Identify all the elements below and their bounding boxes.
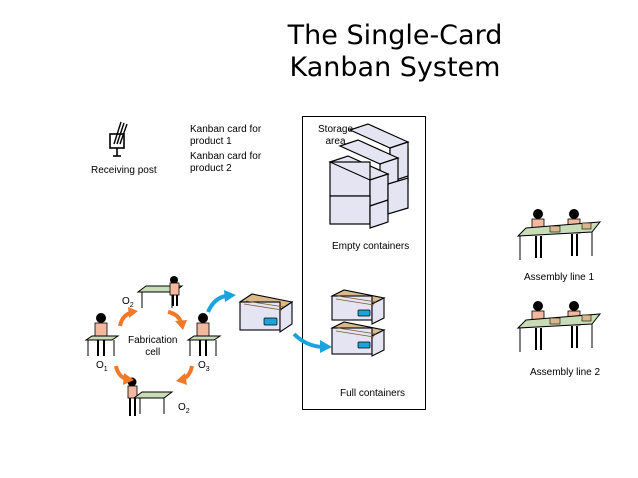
kanban-card-1-label: Kanban card for product 1 [190,124,261,148]
kanban-card-2-label: Kanban card for product 2 [190,151,261,175]
fabrication-worker-bottom [127,377,174,416]
fabrication-worker-right [186,313,222,356]
orange-arrow-o2-to-o3 [167,310,187,330]
kanban-card-1-line-2: product 1 [190,136,232,147]
transit-container [238,293,294,334]
page-title: The Single-Card Kanban System [250,20,540,84]
title-line-1: The Single-Card [287,20,503,51]
full-containers-label: Full containers [340,388,406,399]
operator-o2-bottom-label: O2 [178,402,190,415]
title-line-2: Kanban System [289,52,501,83]
storage-label-line-2: area [325,136,346,147]
fabrication-worker-left [84,313,120,356]
storage-area-label: Storage area [318,124,353,148]
fabrication-label-line-2: cell [145,347,161,358]
storage-label-line-1: Storage [318,124,354,135]
orange-arrow-o2-to-o1 [114,365,134,385]
fabrication-worker-top [136,276,184,308]
kanban-card-2-line-2: product 2 [190,163,232,174]
orange-arrow-o3-to-o2 [176,365,194,385]
storage-area-box [302,116,426,410]
fabrication-label-line-1: Fabrication [128,335,178,346]
full-containers-stack [330,289,386,357]
receiving-post-icon [109,121,128,157]
assembly-line-1 [516,209,602,260]
operator-o2-top-label: O2 [122,296,134,309]
operator-o3-label: O3 [198,360,210,373]
operator-o1-label: O1 [96,360,108,373]
assembly-line-2 [516,301,602,352]
empty-containers-stack [328,123,410,229]
receiving-post-label: Receiving post [91,165,157,176]
assembly-line-2-label: Assembly line 2 [530,367,601,378]
blue-arrow-to-storage [292,332,332,353]
blue-arrow-to-transit [206,290,236,313]
empty-containers-label: Empty containers [332,241,410,252]
orange-arrow-o1-to-o2 [118,307,138,327]
kanban-card-1-line-1: Kanban card for [190,124,262,135]
fabrication-cell-label: Fabrication cell [128,335,177,359]
kanban-card-2-line-1: Kanban card for [190,151,262,162]
assembly-line-1-label: Assembly line 1 [524,272,595,283]
